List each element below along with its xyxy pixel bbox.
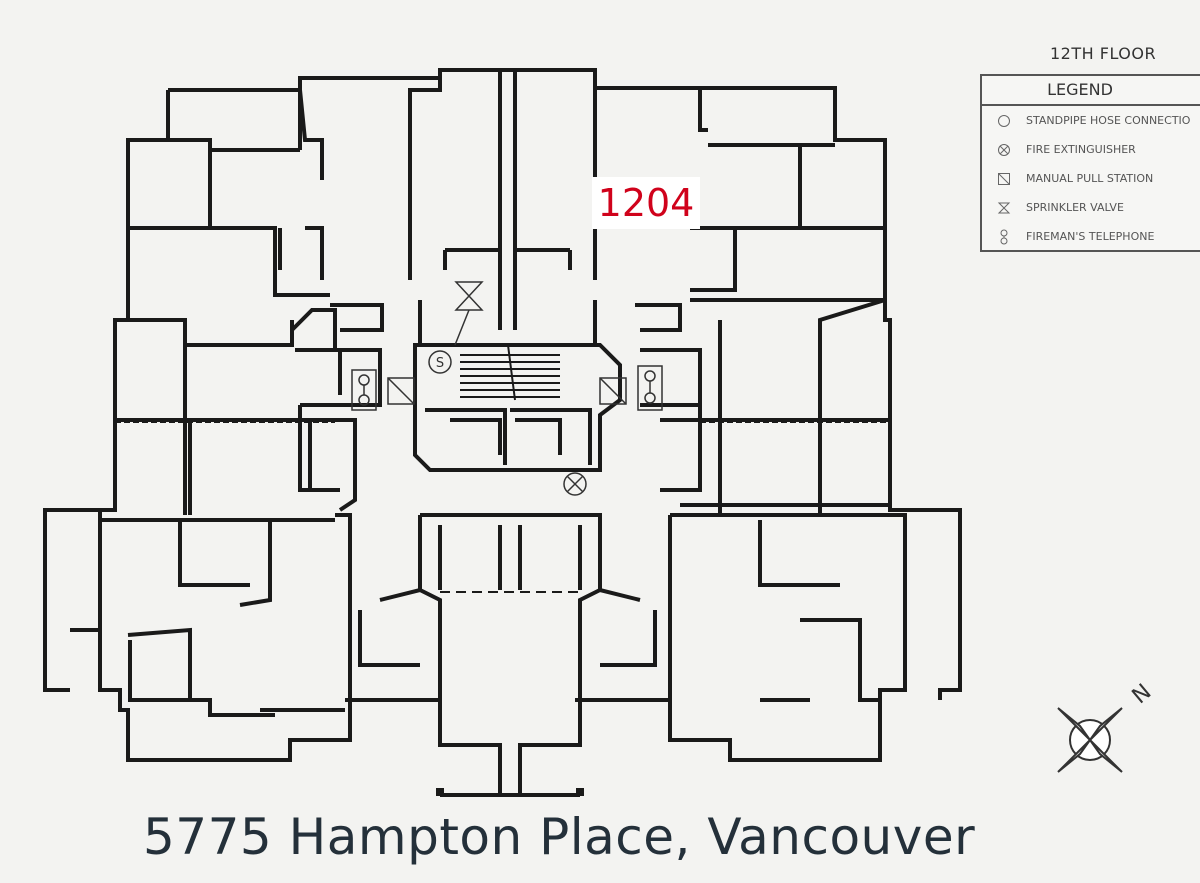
wall-left-core	[295, 348, 382, 492]
legend-item-label: SPRINKLER VALVE	[1026, 201, 1124, 214]
firemans-telephone-icon	[351, 369, 377, 411]
standpipe-icon: S	[428, 350, 452, 374]
wall-bottom-left-room	[100, 518, 335, 717]
manual-pull-station-icon	[982, 172, 1026, 186]
wall-left-room-a	[130, 150, 330, 297]
sprinkler-valve-icon	[982, 201, 1026, 215]
wall-elevators	[425, 408, 592, 465]
compass-north-label: N	[1128, 679, 1157, 709]
stair-treads	[460, 344, 560, 401]
standpipe-icon	[982, 114, 1026, 128]
unit-label: 1204	[592, 177, 700, 229]
wall-top-right-wing	[700, 86, 962, 700]
wall-stair-core	[413, 343, 622, 472]
wall-bottom-right-wing	[668, 513, 907, 762]
manual-pull-station-icon	[599, 377, 627, 405]
legend-item: FIRE EXTINGUISHER	[982, 135, 1200, 164]
exit-marker-right	[576, 788, 584, 796]
address: 5775 Hampton Place, Vancouver	[143, 808, 976, 866]
firemans-telephone-icon	[982, 229, 1026, 245]
manual-pull-station-icon	[387, 377, 415, 405]
legend-item-label: FIRE EXTINGUISHER	[1026, 143, 1136, 156]
wall-bottom-center-rooms	[345, 610, 670, 702]
wall-top-right-upper	[690, 143, 885, 292]
firemans-telephone-icon	[637, 365, 663, 411]
wall-bottom-left-b	[70, 520, 345, 712]
legend-item: SPRINKLER VALVE	[982, 193, 1200, 222]
compass-icon: N	[1057, 679, 1157, 773]
wall-top-right-mid	[635, 298, 886, 515]
wall-top-left-upper	[168, 89, 324, 180]
legend: LEGEND STANDPIPE HOSE CONNECTIO FIRE EXT…	[980, 74, 1200, 252]
legend-item-label: STANDPIPE HOSE CONNECTIO	[1026, 114, 1191, 127]
wall-bottom-center	[418, 513, 602, 590]
wall-bottom-right-room	[758, 520, 880, 702]
legend-item-label: MANUAL PULL STATION	[1026, 172, 1154, 185]
wall-left-lower-rooms	[188, 418, 357, 515]
wall-center-top	[408, 68, 708, 330]
sprinkler-valve-icon	[454, 281, 484, 346]
legend-item: FIREMAN'S TELEPHONE	[982, 222, 1200, 251]
floor-title: 12TH FLOOR	[1050, 44, 1157, 63]
exit-marker-left	[436, 788, 444, 796]
legend-item-label: FIREMAN'S TELEPHONE	[1026, 230, 1155, 243]
wall-bottom-center-low	[379, 587, 641, 795]
wall-left-corridor	[290, 303, 384, 350]
wall-right-lower	[680, 418, 890, 507]
legend-item: STANDPIPE HOSE CONNECTIO	[982, 106, 1200, 135]
fire-extinguisher-icon	[563, 472, 587, 496]
wall-bottom-left-wing	[45, 508, 352, 762]
fire-extinguisher-icon	[982, 143, 1026, 157]
legend-item: MANUAL PULL STATION	[982, 164, 1200, 193]
standpipe-mark: S	[436, 356, 444, 371]
legend-title: LEGEND	[982, 76, 1200, 106]
wall-center-top-inner	[418, 248, 597, 345]
